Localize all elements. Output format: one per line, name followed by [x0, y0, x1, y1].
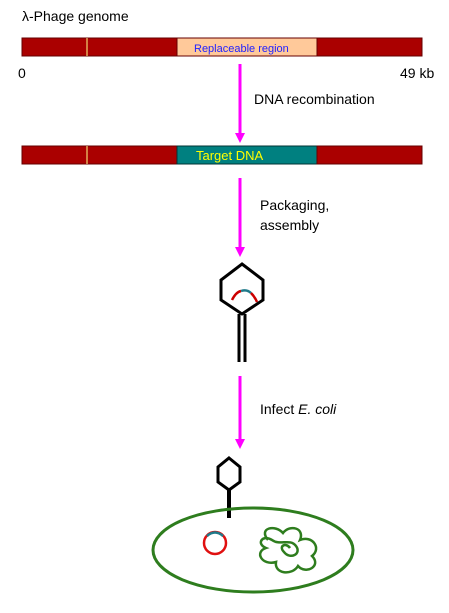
- phage-head-icon: [219, 262, 265, 316]
- recomb-left-segment: [21, 145, 88, 165]
- genome-end-label: 49 kb: [400, 65, 434, 81]
- genome-bar: Replaceable region 0 49 kb: [18, 37, 434, 81]
- genome-left-segment: [21, 37, 88, 57]
- recomb-mid-segment: [86, 145, 178, 165]
- packaged-dna-red2-icon: [250, 292, 259, 303]
- target-dna-label: Target DNA: [196, 148, 264, 163]
- bacterial-chromosome-icon: [258, 526, 318, 574]
- recomb-right-segment: [316, 145, 423, 165]
- recombinant-bar: Target DNA: [21, 145, 423, 165]
- step-packaging-label-line2: assembly: [260, 217, 319, 233]
- title-text: -Phage genome: [29, 8, 129, 24]
- circular-dna-teal-icon: [206, 531, 224, 537]
- genome-mid-segment: [86, 37, 178, 57]
- infecting-phage: [216, 456, 242, 518]
- lambda-symbol: λ: [22, 8, 29, 24]
- infecting-phage-head-icon: [216, 456, 242, 492]
- circular-phage-dna-icon: [202, 530, 228, 556]
- step-infect-prefix: Infect: [260, 401, 298, 417]
- packaged-dna-teal-icon: [240, 289, 252, 294]
- step-recombination-label: DNA recombination: [254, 91, 375, 107]
- ecoli-cell-icon: [151, 506, 355, 594]
- step-packaging-label-line1: Packaging,: [260, 197, 329, 213]
- phage-particle: [219, 262, 265, 362]
- packaged-dna-red-icon: [230, 289, 242, 301]
- genome-right-segment: [316, 37, 423, 57]
- genome-start-label: 0: [18, 65, 26, 81]
- step-infect-label: Infect E. coli: [260, 401, 337, 417]
- replaceable-region-label: Replaceable region: [194, 43, 289, 55]
- step-infect-italic: E. coli: [298, 401, 337, 417]
- page-title: λ-Phage genome: [22, 8, 129, 24]
